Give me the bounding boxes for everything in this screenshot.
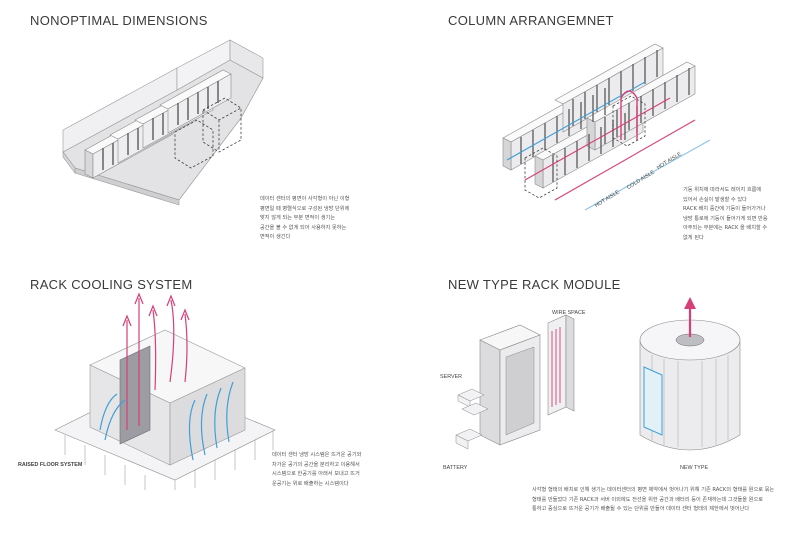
panel-title-column: COLUMN ARRANGEMNET — [448, 13, 614, 28]
new-type-rack-illustration — [455, 297, 741, 451]
unusable-area-outline — [174, 97, 242, 169]
column-highlight — [620, 90, 638, 140]
cold-air-flow — [99, 381, 234, 461]
nonoptimal-dimensions-illustration — [62, 39, 264, 206]
hot-air-flow — [122, 292, 190, 430]
panel-title-nonoptimal: NONOPTIMAL DIMENSIONS — [30, 13, 208, 28]
panel-title-new-type: NEW TYPE RACK MODULE — [448, 277, 621, 292]
label-battery: BATTERY — [443, 465, 468, 471]
label-new-type: NEW TYPE — [680, 465, 709, 471]
panel-note-new-type: 사각형 형태의 배치로 인해 생기는 데이터센터의 평면 제약에서 벗어나기 위… — [532, 487, 775, 512]
raised-floor-legs — [64, 431, 274, 490]
server-box — [457, 388, 489, 416]
panel-note-nonoptimal: 데이터 센터의 평면이 사각형이 아닌 이형 평면일 때 병렬식으로 구성된 냉… — [260, 196, 350, 240]
label-raised-floor: RAISED FLOOR SYSTEM — [18, 462, 83, 468]
cylinder-module — [639, 319, 741, 451]
battery-box — [455, 428, 483, 450]
wire-space — [547, 314, 575, 416]
aisle-lines — [506, 81, 711, 211]
panel-note-rack-cooling: 데이터 센터 냉방 시스템은 뜨거운 공기와 차가운 공기의 공간을 분리하고 … — [272, 452, 362, 487]
rack-cooling-illustration — [54, 292, 276, 490]
panel-title-rack-cooling: RACK COOLING SYSTEM — [30, 277, 193, 292]
exhaust-arrow — [684, 297, 696, 337]
label-server: SERVER — [440, 374, 463, 380]
rack-row-4 — [159, 69, 232, 134]
server-cabinet — [479, 324, 541, 446]
column-arrangement-illustration — [502, 43, 711, 211]
panel-note-column: 기둥 위치에 따라서도 레이지 흐름에 있어서 손실이 발생할 수 있다 RAC… — [683, 187, 768, 241]
label-wire-space: WIRE SPACE — [552, 310, 586, 316]
column-outline — [524, 95, 646, 199]
